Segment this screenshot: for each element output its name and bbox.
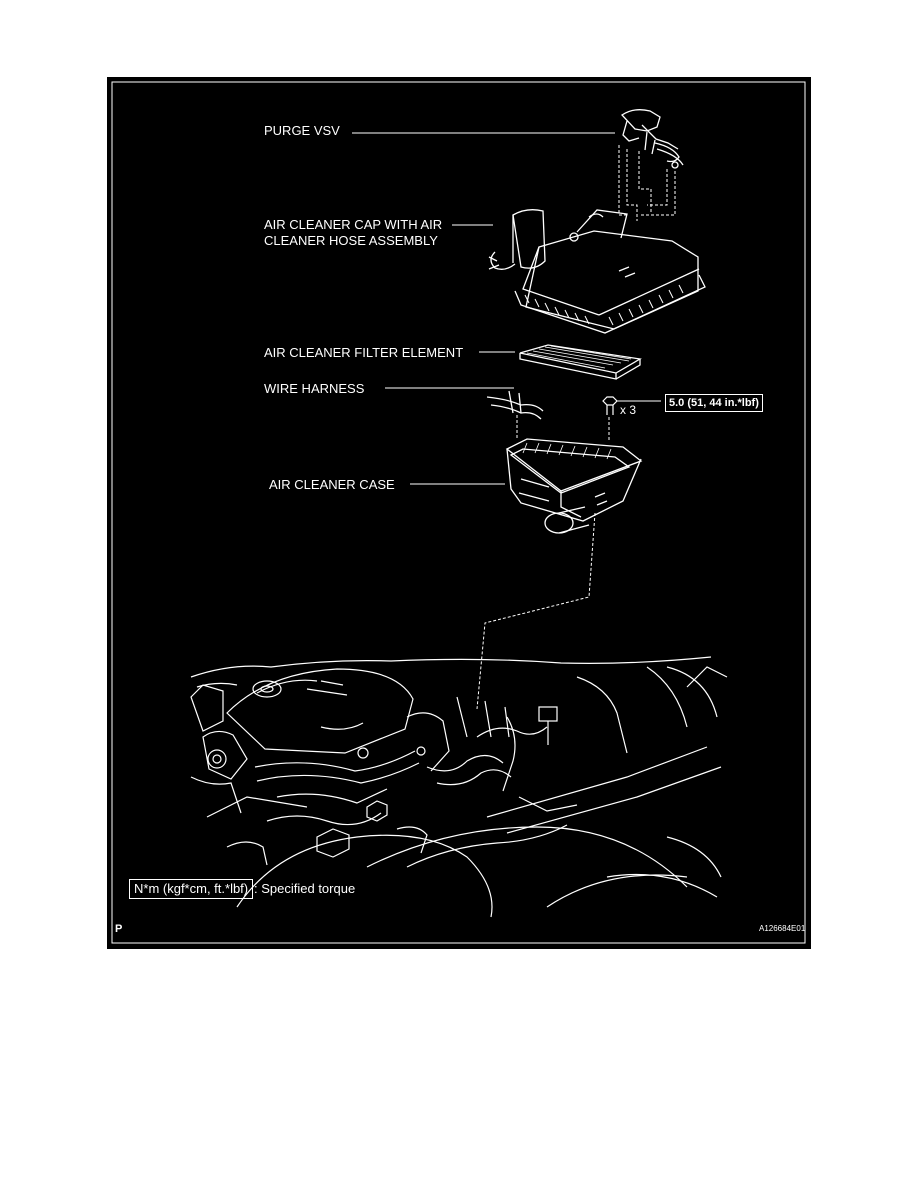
air-cleaner-cap-part [488,209,706,334]
inner-border [111,81,806,944]
wire-harness-part [486,390,544,420]
case-to-engine-dashed-line [476,512,596,710]
figure-id: A126684E01 [759,924,806,933]
diagram-frame: PURGE VSV AIR CLEANER CAP WITH AIR CLEAN… [107,77,811,949]
filter-pleats [526,345,632,369]
corner-letter: P [115,923,123,935]
filter-element-part [519,344,642,380]
legend-unit-box: N*m (kgf*cm, ft.*lbf) [129,879,254,899]
label-purge-vsv: PURGE VSV [264,123,340,138]
case-rim-ribs [522,442,612,460]
purge-vsv-part [621,109,684,169]
label-wire-harness: WIRE HARNESS [264,381,365,396]
cap-ribbing [524,284,684,326]
engine-bay-drawing [190,656,728,918]
label-air-cleaner-cap-line1: AIR CLEANER CAP WITH AIR [264,217,443,232]
vsv-hose-dashed-lines [618,145,676,221]
label-filter-element: AIR CLEANER FILTER ELEMENT [264,345,464,360]
bolt-part [602,396,618,415]
air-cleaner-case-part [505,438,643,534]
label-air-cleaner-cap-line2: CLEANER HOSE ASSEMBLY [264,233,438,248]
bolt-quantity: x 3 [620,403,637,417]
exploded-view-drawing [111,81,806,944]
label-air-cleaner-case: AIR CLEANER CASE [269,477,395,492]
legend-description: : Specified torque [254,881,356,896]
torque-value-box: 5.0 (51, 44 in.*lbf) [665,394,763,412]
